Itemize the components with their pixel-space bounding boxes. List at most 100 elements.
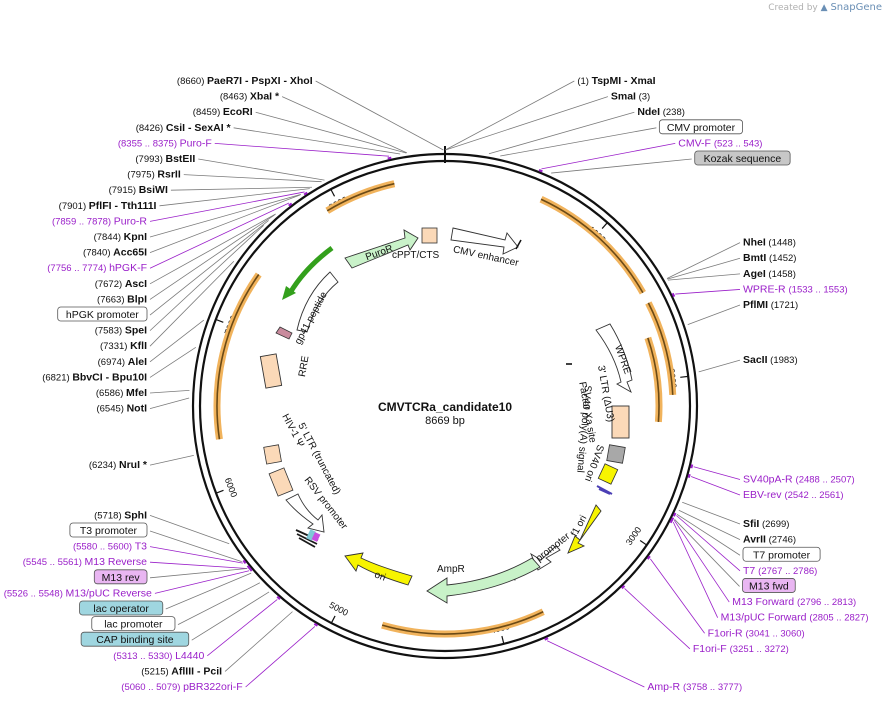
hiv-box xyxy=(268,467,294,497)
primer-range: (2542 .. 2561) xyxy=(784,490,843,501)
primer-name: SV40pA-R xyxy=(743,473,796,485)
feature-label: CMV promoter xyxy=(667,122,736,134)
primer-label: F1ori-F (3251 .. 3272) xyxy=(693,643,789,655)
site-position: (5215) xyxy=(141,666,171,677)
outer-feature-arc xyxy=(326,182,395,212)
site-position: (1983) xyxy=(768,355,798,366)
box-leader-line xyxy=(674,519,740,587)
site-position: (6586) xyxy=(96,388,126,399)
feature-label: lac promoter xyxy=(104,619,163,631)
site-leader-line xyxy=(149,260,235,347)
primer-range: (7859 .. 7878) xyxy=(52,216,114,227)
primer-name: EBV-rev xyxy=(743,489,784,501)
site-name: AvrII xyxy=(743,534,766,546)
site-leader-line xyxy=(149,515,230,545)
ruler-tick xyxy=(215,489,224,494)
primer-label: T7 (2767 .. 2786) xyxy=(743,565,817,577)
site-leader-line xyxy=(183,174,322,183)
site-position: (6974) xyxy=(98,357,128,368)
site-label: (6821) BbvCI - Bpu10I xyxy=(42,371,147,383)
primer-name: Amp-R xyxy=(647,681,683,693)
site-position: (8660) xyxy=(177,76,207,87)
site-label: (8660) PaeR7I - PspXI - XhoI xyxy=(177,75,313,87)
feature-label: T3 promoter xyxy=(80,525,138,537)
site-label: (7993) BstEII xyxy=(135,153,195,165)
primer-range: (523 .. 543) xyxy=(714,138,763,149)
rsv-label: RSV promoter xyxy=(302,475,350,532)
cmv-enhancer-tick xyxy=(515,239,522,250)
plasmid-size: 8669 bp xyxy=(425,415,465,427)
gp41-green-head xyxy=(282,286,296,300)
site-name: SfiI xyxy=(743,518,759,530)
feature-label: lac operator xyxy=(93,603,149,615)
site-leader-line xyxy=(159,188,310,207)
credit-brand: SnapGene xyxy=(830,2,882,13)
primer-bind-mark xyxy=(538,169,543,173)
site-name: AscI xyxy=(125,278,147,290)
site-name: XbaI * xyxy=(250,91,280,103)
primer-bind-mark xyxy=(276,595,281,600)
primer-range: (3758 .. 3777) xyxy=(683,682,742,693)
site-position: (7844) xyxy=(94,232,124,243)
site-leader-line xyxy=(698,359,741,373)
site-leader-line xyxy=(233,127,401,155)
site-label: PflMI (1721) xyxy=(743,299,798,311)
primer-range: (2805 .. 2827) xyxy=(809,613,868,624)
primer-bind-mark xyxy=(387,156,392,160)
primer-name: L4440 xyxy=(175,650,204,662)
site-leader-line xyxy=(687,304,741,326)
feature-label-box xyxy=(57,306,148,322)
small-pink-arrow xyxy=(275,326,293,340)
site-position: (1721) xyxy=(768,300,798,311)
site-position: (7331) xyxy=(100,341,130,352)
box-leader-line xyxy=(149,530,242,563)
gp41-green-arrow xyxy=(287,245,334,295)
site-label: (6545) NotI xyxy=(96,403,147,415)
primer-name: M13 Forward xyxy=(732,596,797,608)
site-name: SpeI xyxy=(125,325,147,337)
primer-leader-line xyxy=(214,143,390,157)
primer-bind-mark xyxy=(646,555,651,560)
ruler-tick xyxy=(680,375,689,378)
primer-name: Puro-F xyxy=(180,137,212,149)
lac-cluster-cyan xyxy=(306,529,316,541)
primer-leader-line xyxy=(690,476,741,496)
site-position: (8426) xyxy=(136,123,166,134)
primer-bind-mark xyxy=(288,202,293,207)
feature-label-box xyxy=(91,616,176,631)
primer-bind-mark xyxy=(242,559,247,565)
feature-label-box xyxy=(79,600,164,616)
site-position: (6545) xyxy=(96,404,126,415)
site-leader-line xyxy=(149,224,264,331)
feature-label-box xyxy=(742,546,821,562)
primer-leader-line xyxy=(541,143,676,170)
cppt-label: cPPT/CTS xyxy=(392,250,440,261)
primer-range: (5060 .. 5079) xyxy=(121,682,183,693)
site-leader-line xyxy=(149,194,301,253)
primer-range: (5526 .. 5548) xyxy=(4,588,66,599)
gp41-white-arrow xyxy=(296,271,339,333)
site-label: (7844) KpnI xyxy=(94,231,148,243)
primer-name: M13/pUC Reverse xyxy=(66,587,153,599)
primer-name: CMV-F xyxy=(678,137,714,149)
site-name: SphI xyxy=(124,509,147,521)
rre-label: RRE xyxy=(297,355,312,378)
primer-leader-line xyxy=(207,599,278,657)
site-name: CsiI - SexAI * xyxy=(166,122,232,134)
primer-label: (8355 .. 8375) Puro-F xyxy=(118,137,212,149)
primer-label: WPRE-R (1533 .. 1553) xyxy=(743,283,848,295)
site-leader-line xyxy=(149,346,197,378)
primer-name: M13 Reverse xyxy=(85,556,148,568)
site-label: AvrII (2746) xyxy=(743,534,796,546)
site-name: AleI xyxy=(128,356,147,368)
ruler-tick xyxy=(330,188,336,197)
primer-bind-mark xyxy=(690,464,694,469)
primer-label: (7756 .. 7774) hPGK-F xyxy=(47,262,147,274)
primer-leader-line xyxy=(650,558,705,634)
cppt-box xyxy=(421,227,438,244)
site-position: (7993) xyxy=(135,154,165,165)
site-leader-line xyxy=(315,80,444,151)
outer-feature-arc xyxy=(647,337,660,422)
site-leader-line xyxy=(224,611,293,672)
